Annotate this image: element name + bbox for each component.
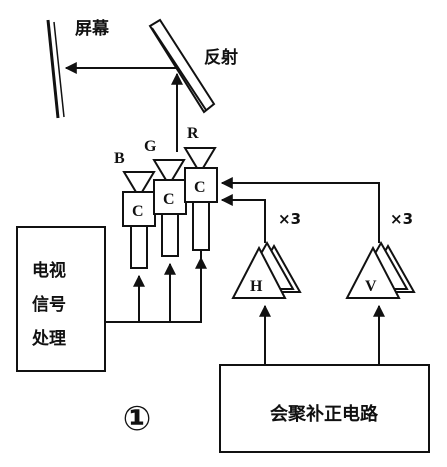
screen [46, 19, 65, 119]
convergence-circuit-box [219, 364, 430, 453]
screen-label: 屏幕 [75, 18, 110, 39]
tube-g-label: C [163, 191, 175, 208]
lens-g [152, 159, 186, 181]
amplifier-feed-lines [259, 304, 385, 365]
tube-b-label: C [132, 203, 144, 220]
lens-r [183, 147, 217, 169]
mirror [148, 18, 216, 114]
light-path [64, 62, 183, 152]
v-count-label: ×3 [390, 210, 413, 228]
h-amplifier-stack [231, 240, 302, 299]
tv-signal-box [16, 226, 106, 372]
label-g: G [144, 138, 157, 155]
tv-label-line1: 电视 [32, 260, 66, 281]
convergence-lines [220, 177, 380, 243]
crt-tube-r [184, 167, 218, 251]
v-label: V [365, 278, 377, 295]
figure-number: ① [123, 399, 152, 439]
crt-tube-b [122, 191, 156, 269]
mirror-label: 反射 [204, 47, 238, 68]
label-r: R [187, 125, 199, 142]
convergence-circuit-label: 会聚补正电路 [270, 403, 379, 425]
h-count-label: ×3 [278, 210, 301, 228]
signal-bus [105, 250, 207, 323]
tv-label-line2: 信号 [32, 294, 66, 315]
label-b: B [114, 150, 125, 167]
tube-r-label: C [194, 179, 206, 196]
tv-label-line3: 处理 [31, 328, 66, 349]
v-amplifier-stack [345, 240, 416, 299]
h-label: H [250, 278, 263, 295]
crt-tube-g [153, 179, 187, 257]
lens-b [122, 171, 156, 193]
